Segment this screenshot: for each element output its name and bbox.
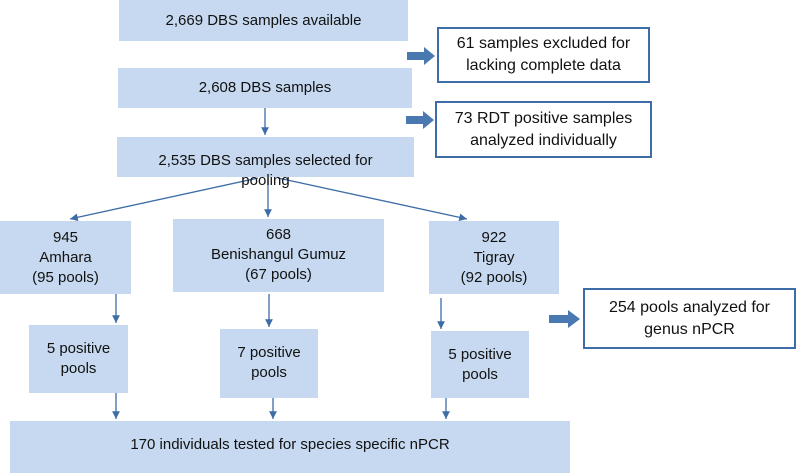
box-positive-amhara: 5 positive pools [29, 325, 128, 393]
box-region-amhara: 945 Amhara (95 pools) [0, 221, 131, 294]
rdt-line1: 73 RDT positive samples [454, 109, 633, 127]
arrow-to-amhara [69, 177, 259, 222]
positive-line1: 5 positive [448, 346, 512, 363]
positive-line2: pools [251, 364, 287, 381]
box-region-benishangul: 668 Benishangul Gumuz (67 pools) [173, 219, 384, 292]
box-positive-benishangul: 7 positive pools [220, 329, 318, 398]
box-excluded: 61 samples excluded for lacking complete… [437, 27, 650, 83]
block-arrow-rdt [406, 111, 434, 129]
selected-text-line1: 2,535 DBS samples selected for [158, 152, 373, 169]
region-name: Tigray [473, 248, 515, 266]
block-arrow-excluded [407, 47, 435, 65]
box-rdt: 73 RDT positive samples analyzed individ… [435, 101, 652, 158]
final-text: 170 individuals tested for species speci… [130, 436, 450, 453]
region-count: 945 [52, 228, 79, 246]
region-name: Benishangul Gumuz [210, 246, 347, 263]
region-pools: (67 pools) [245, 266, 312, 283]
region-count: 922 [481, 228, 507, 246]
positive-line1: 5 positive [46, 340, 111, 357]
region-count: 668 [265, 226, 292, 243]
arrow-to-tigray [277, 177, 468, 222]
genus-line1: 254 pools analyzed for [609, 298, 770, 316]
positive-line1: 7 positive [237, 344, 301, 361]
available-text: 2,669 DBS samples available [165, 11, 362, 29]
box-region-tigray: 922 Tigray (92 pools) [429, 221, 559, 294]
box-positive-tigray: 5 positive pools [431, 331, 529, 398]
box-genus: 254 pools analyzed for genus nPCR [583, 288, 796, 349]
box-available: 2,669 DBS samples available [119, 0, 408, 41]
positive-line2: pools [60, 360, 97, 377]
box-selected: 2,535 DBS samples selected for pooling [117, 137, 414, 189]
selected-text-line2: pooling [241, 172, 290, 189]
box-final: 170 individuals tested for species speci… [10, 421, 570, 473]
samples-text: 2,608 DBS samples [198, 79, 332, 96]
positive-line2: pools [462, 366, 498, 383]
excluded-line2: lacking complete data [466, 57, 621, 74]
genus-line2: genus nPCR [644, 320, 735, 338]
rdt-line2: analyzed individually [470, 131, 617, 149]
block-arrow-genus [549, 310, 580, 328]
box-samples: 2,608 DBS samples [118, 68, 412, 108]
region-name: Amhara [39, 248, 92, 266]
region-pools: (95 pools) [32, 268, 99, 286]
excluded-line1: 61 samples excluded for [456, 35, 631, 52]
region-pools: (92 pools) [460, 268, 528, 286]
